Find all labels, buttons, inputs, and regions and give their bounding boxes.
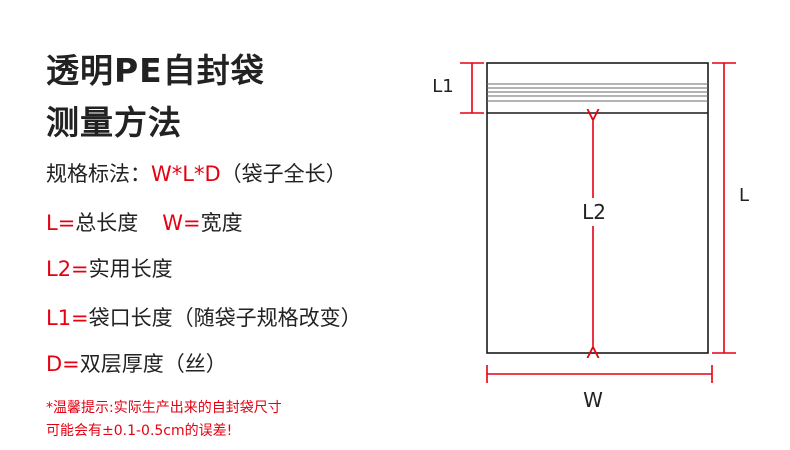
label-W: W	[583, 388, 603, 412]
def-L-key: L=	[46, 211, 76, 235]
page-title-line1: 透明PE自封袋	[46, 51, 265, 90]
label-L2: L2	[582, 200, 606, 224]
def-L1-text: 袋口长度（随袋子规格改变）	[88, 306, 362, 330]
spec-suffix: （袋子全长）	[220, 162, 347, 186]
dimension-L1	[460, 62, 484, 114]
def-W-key: W=	[162, 211, 201, 235]
page-title-line2: 测量方法	[46, 103, 182, 142]
definition-usable-length: L2=实用长度	[46, 253, 173, 283]
definition-thickness: D=双层厚度（丝）	[46, 348, 227, 378]
spec-label: 规格标法：	[46, 162, 151, 186]
dimension-W	[486, 365, 713, 383]
spec-line: 规格标法：W*L*D（袋子全长）	[46, 158, 347, 188]
tip-note-line1: *温馨提示:实际生产出来的自封袋尺寸	[46, 400, 282, 416]
def-D-key: D=	[46, 352, 80, 376]
label-L2-background	[576, 198, 612, 226]
def-L2-key: L2=	[46, 257, 89, 281]
def-L-text: 总长度	[75, 211, 139, 235]
label-L: L	[739, 185, 749, 206]
def-D-text: 双层厚度（丝）	[79, 352, 227, 376]
def-L2-text: 实用长度	[88, 257, 173, 281]
label-L1: L1	[432, 76, 453, 97]
zipper-lines	[487, 83, 708, 102]
def-L1-key: L1=	[46, 306, 89, 330]
definition-total-length-and-width: L=总长度 W=宽度	[46, 207, 243, 237]
tip-note-line2: 可能会有±0.1-0.5cm的误差!	[46, 423, 233, 439]
spec-formula: W*L*D	[151, 162, 221, 186]
def-W-text: 宽度	[200, 211, 243, 235]
dimension-L	[712, 62, 736, 354]
definition-opening-length: L1=袋口长度（随袋子规格改变）	[46, 302, 362, 332]
